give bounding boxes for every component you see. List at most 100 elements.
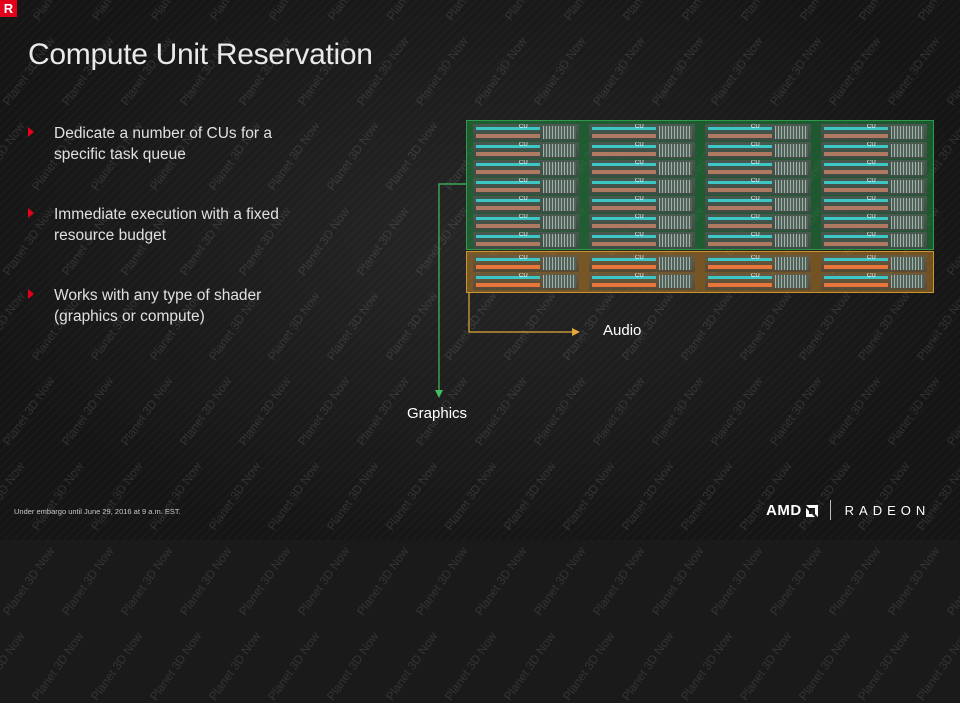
- cu-label: CU: [635, 160, 644, 166]
- compute-unit: CU: [705, 124, 811, 141]
- cu-detail: [476, 134, 540, 138]
- cu-detail: [775, 216, 808, 229]
- cu-detail: [708, 206, 772, 210]
- cu-detail: [824, 235, 888, 238]
- compute-unit: CU: [589, 178, 695, 195]
- cu-detail: [659, 198, 692, 211]
- compute-unit: CU: [589, 255, 695, 272]
- cu-label: CU: [519, 124, 528, 130]
- cu-detail: [476, 170, 540, 174]
- cu-detail: [592, 127, 656, 130]
- compute-unit: CU: [473, 273, 579, 290]
- watermark-text: Planet 3D Now: [118, 544, 176, 619]
- cu-detail: [708, 258, 772, 261]
- watermark-text: Planet 3D Now: [619, 629, 677, 703]
- compute-unit: CU: [821, 160, 927, 177]
- compute-unit: CU: [705, 142, 811, 159]
- compute-unit: CU: [821, 273, 927, 290]
- cu-detail: [775, 275, 808, 288]
- compute-unit: CU: [473, 232, 579, 249]
- watermark-text: Planet 3D Now: [472, 544, 530, 619]
- cu-detail: [659, 257, 692, 270]
- bullet-text: Immediate execution with a fixed resourc…: [54, 206, 279, 244]
- watermark-text: Planet 3D Now: [885, 544, 943, 619]
- cu-detail: [476, 181, 540, 184]
- cu-detail: [824, 134, 888, 138]
- cu-detail: [824, 276, 888, 279]
- compute-unit: CU: [821, 255, 927, 272]
- cu-label: CU: [867, 142, 876, 148]
- watermark-text: Planet 3D Now: [678, 629, 736, 703]
- cu-detail: [476, 283, 540, 287]
- watermark-text: Planet 3D Now: [531, 544, 589, 619]
- cu-detail: [891, 198, 924, 211]
- watermark-text: Planet 3D Now: [914, 629, 960, 703]
- cu-detail: [592, 217, 656, 220]
- compute-unit: CU: [473, 214, 579, 231]
- bullet-arrow-icon: [28, 208, 34, 218]
- cu-detail: [775, 162, 808, 175]
- cu-detail: [708, 276, 772, 279]
- watermark-text: Planet 3D Now: [413, 544, 471, 619]
- cu-detail: [476, 276, 540, 279]
- bullet-arrow-icon: [28, 289, 34, 299]
- compute-unit: CU: [589, 196, 695, 213]
- compute-unit: CU: [589, 273, 695, 290]
- amd-wordmark: AMD: [766, 501, 802, 519]
- compute-unit: CU: [705, 255, 811, 272]
- cu-detail: [592, 199, 656, 202]
- cu-label: CU: [867, 124, 876, 130]
- cu-label: CU: [867, 214, 876, 220]
- cu-label: CU: [867, 232, 876, 238]
- graphics-label: Graphics: [407, 405, 468, 422]
- cu-detail: [824, 181, 888, 184]
- cu-detail: [592, 152, 656, 156]
- watermark-text: Planet 3D Now: [265, 629, 323, 703]
- cu-detail: [543, 126, 576, 139]
- compute-unit: CU: [473, 160, 579, 177]
- compute-unit: CU: [705, 160, 811, 177]
- watermark-text: Planet 3D Now: [29, 629, 87, 703]
- cu-detail: [592, 170, 656, 174]
- cu-detail: [592, 283, 656, 287]
- cu-detail: [659, 275, 692, 288]
- cu-detail: [775, 234, 808, 247]
- cu-detail: [543, 275, 576, 288]
- cu-label: CU: [751, 124, 760, 130]
- cu-detail: [708, 265, 772, 269]
- cu-detail: [543, 257, 576, 270]
- watermark-text: Planet 3D Now: [295, 544, 353, 619]
- cu-detail: [891, 144, 924, 157]
- cu-detail: [476, 206, 540, 210]
- compute-unit: CU: [589, 214, 695, 231]
- cu-detail: [824, 127, 888, 130]
- compute-unit: CU: [705, 273, 811, 290]
- watermark-text: Planet 3D Now: [767, 544, 825, 619]
- cu-label: CU: [867, 273, 876, 279]
- cu-detail: [824, 152, 888, 156]
- compute-unit: CU: [821, 178, 927, 195]
- cu-detail: [543, 234, 576, 247]
- radeon-logo-icon: R: [0, 0, 17, 17]
- watermark-text: Planet 3D Now: [59, 544, 117, 619]
- cu-detail: [708, 283, 772, 287]
- watermark-text: Planet 3D Now: [236, 544, 294, 619]
- cu-detail: [592, 134, 656, 138]
- cu-detail: [891, 275, 924, 288]
- cu-detail: [476, 152, 540, 156]
- cu-detail: [659, 180, 692, 193]
- amd-arrow-icon: [805, 504, 818, 517]
- watermark-text: Planet 3D Now: [855, 629, 913, 703]
- cu-detail: [824, 265, 888, 269]
- bullet-text: Dedicate a number of CUs for a specific …: [54, 125, 272, 163]
- cu-detail: [775, 198, 808, 211]
- cu-label: CU: [635, 124, 644, 130]
- watermark-text: Planet 3D Now: [0, 629, 28, 703]
- cu-detail: [592, 224, 656, 228]
- cu-detail: [775, 126, 808, 139]
- cu-detail: [824, 145, 888, 148]
- cu-detail: [708, 235, 772, 238]
- cu-detail: [592, 188, 656, 192]
- watermark-text: Planet 3D Now: [0, 544, 58, 619]
